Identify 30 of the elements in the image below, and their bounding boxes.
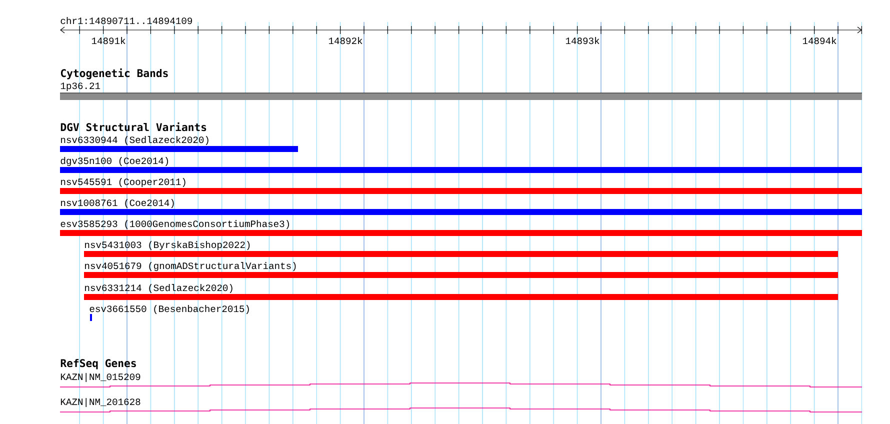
tick-label: 14893k: [566, 37, 600, 44]
variant-bar: esv3585293 (1000GenomesConsortiumPhase3): [60, 220, 862, 236]
node-label: esv3585293 (1000GenomesConsortiumPhase3): [60, 220, 289, 229]
variant-bar: dgv35n100 (Coe2014): [60, 157, 862, 173]
variant-bar: esv3661550 (Besenbacher2015): [90, 305, 249, 321]
tick-label: 14892k: [328, 37, 362, 44]
node-label: 1p36.21: [60, 82, 100, 91]
coordinate-label: chr1:14890711..14894109: [60, 17, 192, 24]
tick-label: 14891k: [92, 37, 126, 44]
node-label: dgv35n100 (Coe2014): [60, 157, 168, 166]
variant-bar: nsv1008761 (Coe2014): [60, 199, 862, 215]
node-label: nsv545591 (Cooper2011): [61, 178, 186, 187]
cytogenetic-band: 1p36.21: [60, 82, 862, 100]
variant-bar: nsv4051679 (gnomADStructuralVariants): [84, 262, 838, 278]
gene-feature: KAZN|NM_201628: [60, 398, 862, 412]
node-label: nsv6331214 (Sedlazeck2020): [85, 284, 232, 293]
track-title: RefSeq Genes: [60, 358, 136, 370]
node-label: nsv1008761 (Coe2014): [61, 199, 174, 208]
variant-bar: nsv545591 (Cooper2011): [60, 178, 862, 194]
gene-feature: KAZN|NM_015209: [60, 373, 862, 388]
node-label: nsv5431003 (ByrskaBishop2022): [85, 241, 250, 250]
variant-bar: nsv6330944 (Sedlazeck2020): [60, 136, 298, 152]
variant-bar: nsv6331214 (Sedlazeck2020): [84, 284, 838, 300]
tick-label: 14894k: [802, 37, 836, 44]
node-label: nsv6330944 (Sedlazeck2020): [61, 136, 208, 145]
node-label: esv3661550 (Besenbacher2015): [90, 305, 249, 314]
node-label: nsv4051679 (gnomADStructuralVariants): [85, 262, 296, 271]
track-title: Cytogenetic Bands: [61, 68, 168, 80]
variant-bar: nsv5431003 (ByrskaBishop2022): [84, 241, 838, 257]
track-title: DGV Structural Variants: [60, 122, 206, 132]
